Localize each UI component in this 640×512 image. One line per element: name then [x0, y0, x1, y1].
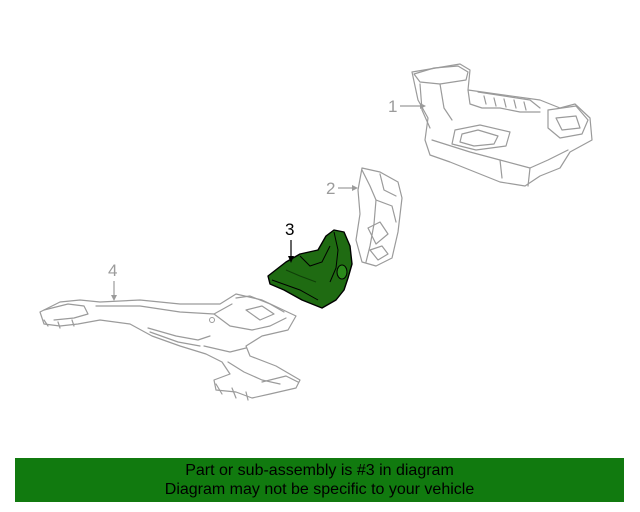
callout-1: 1	[388, 97, 426, 116]
callout-4-label: 4	[108, 261, 117, 280]
callout-3-label: 3	[285, 220, 294, 239]
part-4-floor-duct[interactable]	[39, 293, 301, 401]
info-banner: Part or sub-assembly is #3 in diagram Di…	[15, 458, 624, 502]
parts-diagram-svg: 1 2 3	[39, 63, 593, 401]
callout-4: 4	[108, 261, 117, 301]
part-3-highlighted-duct[interactable]	[267, 229, 353, 309]
banner-line-1: Part or sub-assembly is #3 in diagram	[185, 462, 454, 479]
part-1-duct-assembly[interactable]	[411, 63, 593, 187]
callout-2: 2	[326, 179, 358, 198]
callout-1-label: 1	[388, 97, 397, 116]
parts-diagram: 1 2 3	[39, 63, 593, 401]
callout-2-label: 2	[326, 179, 335, 198]
banner-line-2: Diagram may not be specific to your vehi…	[164, 481, 475, 498]
part-2-bracket[interactable]	[355, 167, 403, 267]
callout-3: 3	[285, 220, 294, 263]
